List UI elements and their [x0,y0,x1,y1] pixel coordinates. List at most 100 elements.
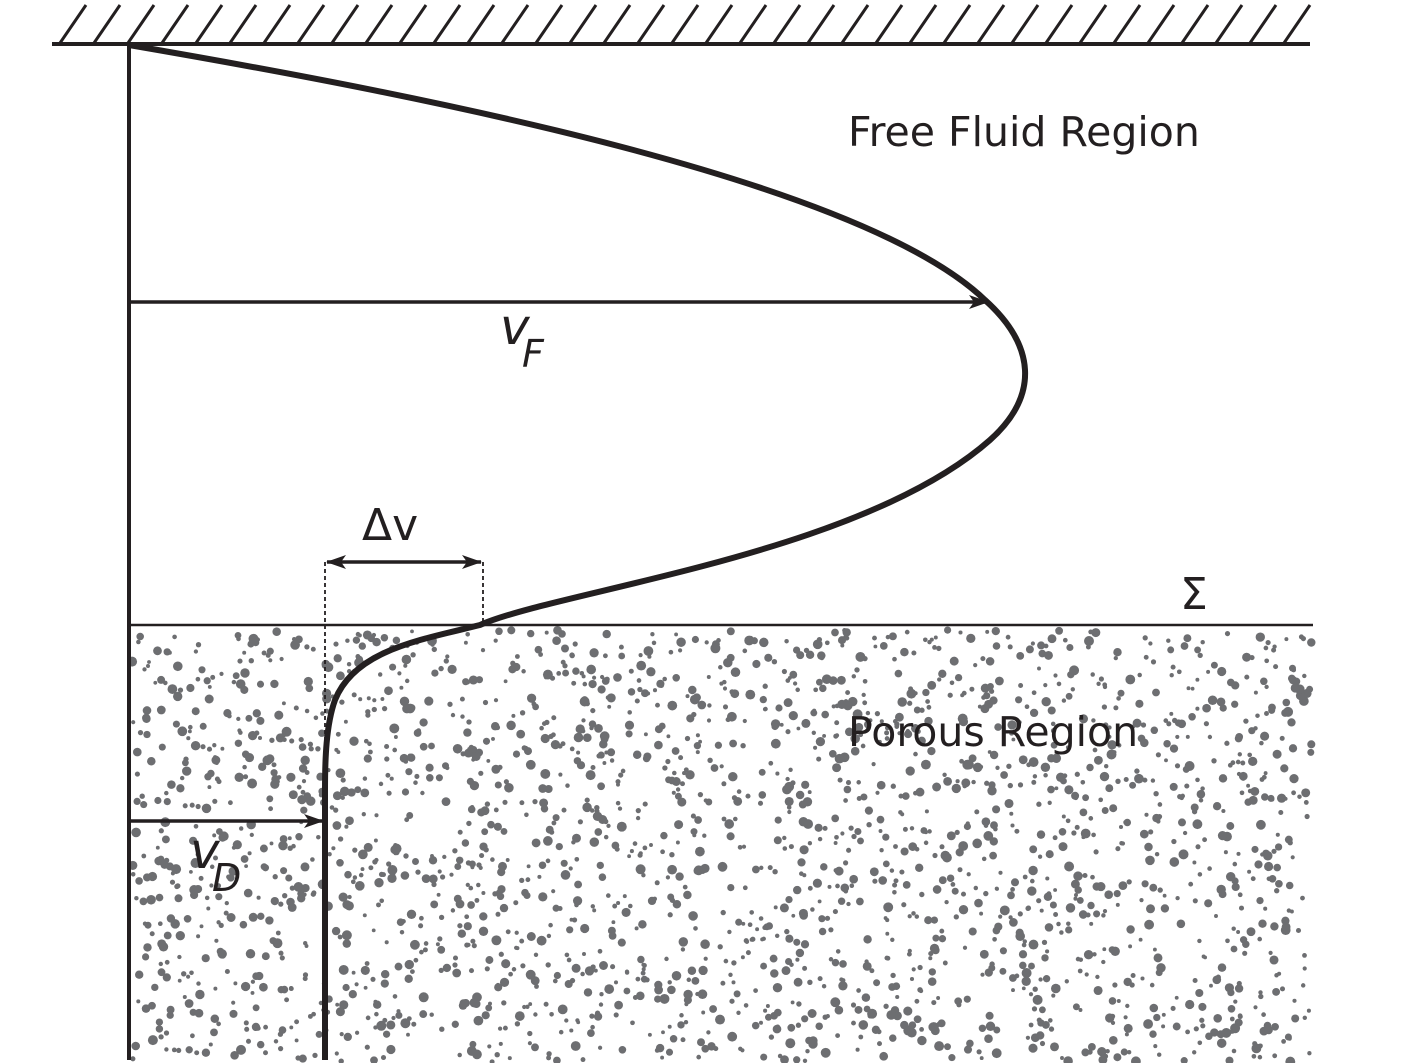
porous-particle [412,858,419,865]
porous-particle [1150,659,1157,665]
porous-particle [1190,686,1195,691]
porous-particle [263,1024,269,1030]
porous-particle [627,710,632,715]
porous-particle [900,647,909,657]
porous-particle [1106,749,1117,760]
porous-particle [1092,952,1097,957]
porous-particle [354,880,365,891]
porous-particle [1073,896,1078,901]
hatch-stroke [636,4,666,44]
porous-particle [705,799,711,805]
porous-particle [540,804,549,813]
porous-particle [697,700,707,710]
porous-particle [660,849,665,855]
porous-particle [740,1048,745,1053]
porous-particle [1226,678,1235,687]
porous-particle [664,956,669,962]
porous-particle [465,632,471,637]
porous-particle [869,867,879,877]
porous-particle [614,1000,623,1010]
porous-particle [574,880,583,889]
porous-particle [1198,1002,1207,1011]
porous-particle [965,824,971,830]
porous-particle [1053,673,1058,678]
porous-particle [343,1032,352,1042]
porous-particle [635,815,641,821]
porous-particle [923,840,929,846]
porous-particle [589,648,599,658]
porous-particle [146,895,156,905]
porous-particle [878,829,883,833]
porous-particle [536,935,547,946]
porous-particle [785,776,790,782]
porous-particle [396,1009,401,1014]
porous-particle [882,860,890,868]
porous-particle [918,988,924,994]
porous-particle [1118,881,1128,890]
porous-particle [1143,654,1149,660]
porous-particle [208,1042,213,1047]
porous-particle [1143,1019,1153,1029]
porous-particle [524,812,529,818]
porous-particle [1129,982,1135,988]
porous-particle [789,670,798,679]
porous-particle [584,797,590,803]
porous-particle [665,1048,674,1056]
porous-particle [1216,697,1226,707]
porous-particle [834,1005,844,1015]
porous-particle [597,1045,603,1050]
hatch-stroke [534,4,564,44]
porous-particle [526,629,535,638]
porous-particle [607,748,616,757]
porous-particle [1149,1030,1157,1038]
porous-particle [1180,642,1189,650]
porous-particle [312,1052,318,1059]
porous-particle [1041,1020,1050,1029]
porous-particle [832,763,842,773]
porous-particle [693,867,702,875]
porous-particle [301,883,310,893]
porous-particle [392,636,401,645]
porous-particle [793,1056,801,1063]
porous-particle [1182,830,1188,836]
porous-particle [1093,755,1103,765]
porous-particle [724,819,735,829]
porous-particle [817,651,826,660]
porous-particle [303,941,308,946]
porous-particle [139,793,145,799]
porous-particle [569,917,574,922]
porous-particle [636,991,645,1001]
porous-particle [546,1055,552,1061]
porous-particle [195,676,201,682]
porous-particle [957,713,968,724]
porous-particle [792,681,798,686]
porous-particle [597,685,606,694]
porous-particle [344,870,352,879]
porous-particle [133,747,142,757]
porous-particle [146,664,150,668]
porous-particle [813,745,818,750]
porous-particle [467,747,472,752]
porous-particle [386,790,392,796]
porous-particle [1225,1056,1234,1063]
porous-particle [807,979,813,985]
porous-particle [862,678,868,684]
porous-particle [571,680,577,686]
porous-particle [1236,930,1241,934]
porous-particle [972,838,983,849]
porous-particle [360,788,370,798]
porous-particle [939,844,945,850]
porous-particle [843,860,849,866]
porous-particle [965,821,970,826]
porous-particle [1247,869,1252,874]
porous-particle [1284,637,1289,642]
porous-particle [339,1000,349,1010]
porous-particle [386,861,392,867]
porous-particle [641,962,646,967]
porous-particle [551,820,557,826]
porous-particle [1031,1006,1038,1012]
porous-particle [752,865,760,874]
porous-particle [286,772,296,782]
porous-particle [760,937,765,942]
porous-particle [840,831,845,836]
